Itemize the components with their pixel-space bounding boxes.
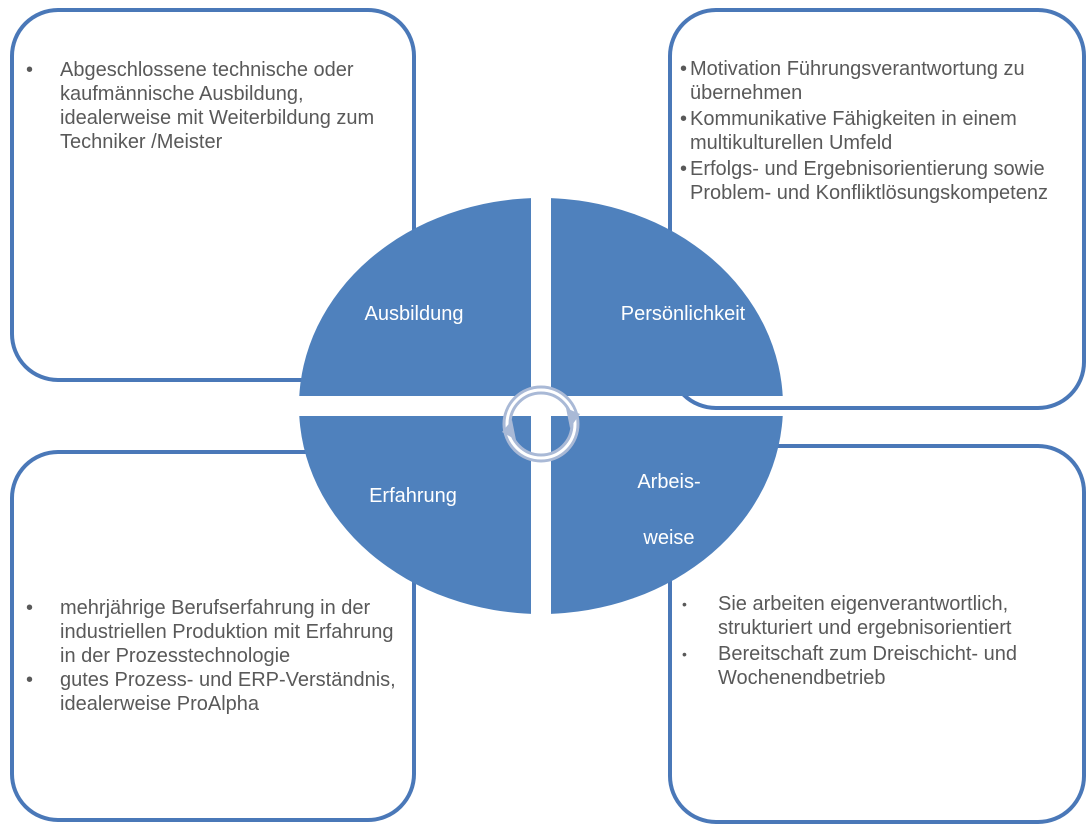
bullet-icon: • <box>26 597 34 619</box>
bullet-icon: • <box>26 59 34 81</box>
list-item-text: Sie arbeiten eigenverantwortlich, strukt… <box>718 593 1012 639</box>
erfahrung-list: • mehrjährige Berufserfahrung in der ind… <box>26 596 406 716</box>
list-item: • Erfolgs- und Ergebnisorientierung sowi… <box>680 157 1076 205</box>
bullet-icon: • <box>680 58 688 80</box>
cycle-arrows-icon <box>502 385 580 463</box>
arbeitsweise-list: • Sie arbeiten eigenverantwortlich, stru… <box>680 592 1080 692</box>
bullet-icon: • <box>680 108 688 130</box>
list-item: • gutes Prozess- und ERP-Verständnis, id… <box>26 668 406 716</box>
list-item-text: gutes Prozess- und ERP-Verständnis, idea… <box>60 669 396 715</box>
list-item: • Bereitschaft zum Dreischicht- und Woch… <box>680 642 1080 690</box>
list-item: • Sie arbeiten eigenverantwortlich, stru… <box>680 592 1080 640</box>
list-item: • Abgeschlossene technische oder kaufmän… <box>26 58 396 154</box>
list-item-text: Abgeschlossene technische oder kaufmänni… <box>60 59 375 153</box>
list-item-text: Erfolgs- und Ergebnisorientierung sowie … <box>690 158 1048 204</box>
bullet-icon: • <box>26 669 34 691</box>
bullet-icon: • <box>682 596 687 612</box>
list-item: • Motivation Führungsverantwortung zu üb… <box>680 57 1076 105</box>
list-item: • mehrjährige Berufserfahrung in der ind… <box>26 596 406 668</box>
list-item-text: Kommunikative Fähigkeiten in einem multi… <box>690 108 1017 154</box>
persoenlichkeit-list: • Motivation Führungsverantwortung zu üb… <box>680 57 1076 207</box>
list-item-text: Motivation Führungsverantwortung zu über… <box>690 58 1025 104</box>
bullet-icon: • <box>682 646 687 662</box>
list-item: • Kommunikative Fähigkeiten in einem mul… <box>680 107 1076 155</box>
list-item-text: mehrjährige Berufserfahrung in der indus… <box>60 597 394 667</box>
ausbildung-list: • Abgeschlossene technische oder kaufmän… <box>26 58 396 154</box>
bullet-icon: • <box>680 158 688 180</box>
list-item-text: Bereitschaft zum Dreischicht- und Wochen… <box>718 643 1018 689</box>
